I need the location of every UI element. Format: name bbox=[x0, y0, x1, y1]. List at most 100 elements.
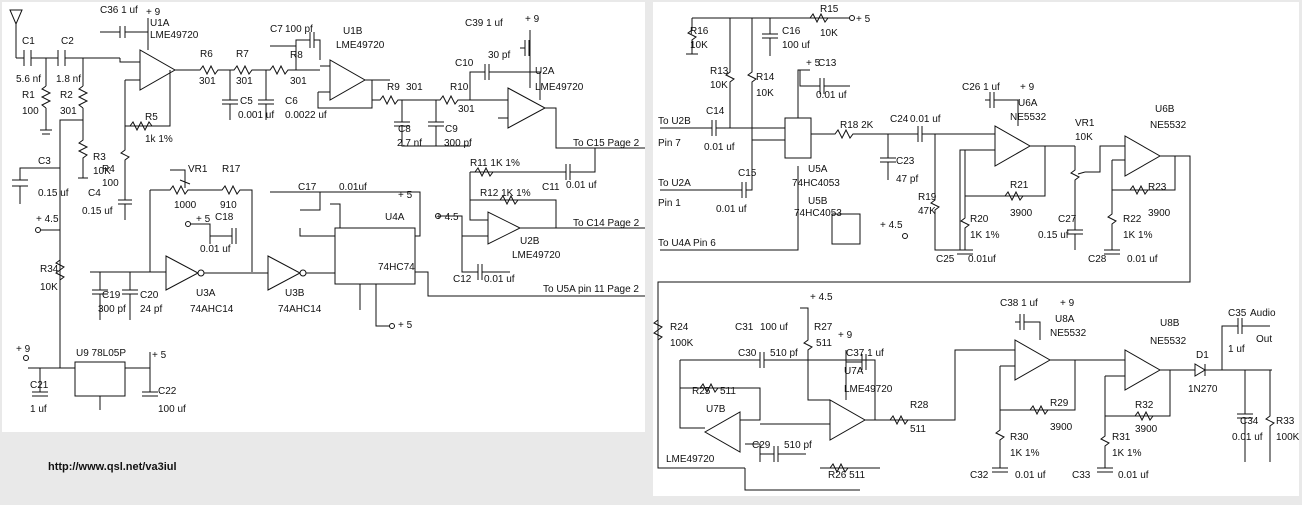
page-2-wiring bbox=[653, 12, 1275, 491]
label-c20: C20 bbox=[140, 290, 159, 301]
label-c12: C12 bbox=[453, 274, 472, 285]
label-c3: C3 bbox=[38, 156, 51, 167]
label-vr1bv: 10K bbox=[1075, 132, 1093, 143]
label-r15: R15 bbox=[820, 4, 839, 15]
label-u6a: U6A bbox=[1018, 98, 1038, 109]
label-toc14: To C14 Page 2 bbox=[573, 218, 640, 229]
label-plus9c: + 9 bbox=[16, 344, 31, 355]
label-tou2a: To U2A bbox=[658, 178, 691, 189]
label-c18v: 0.01 uf bbox=[200, 244, 231, 255]
label-c7v: 100 pf bbox=[285, 24, 313, 35]
label-lme4: LME49720 bbox=[512, 250, 561, 261]
label-r11: R11 1K 1% bbox=[470, 158, 520, 169]
label-c22v: 100 uf bbox=[158, 404, 186, 415]
label-c8: C8 bbox=[398, 124, 411, 135]
label-r34v: 10K bbox=[40, 282, 58, 293]
label-r5v: 1k 1% bbox=[145, 134, 173, 145]
label-r8v: 301 bbox=[290, 76, 307, 87]
label-c2v: 1.8 nf bbox=[56, 74, 81, 85]
label-c20v: 24 pf bbox=[140, 304, 162, 315]
label-r29v: 3900 bbox=[1050, 422, 1073, 433]
label-u8a: U8A bbox=[1055, 314, 1075, 325]
label-r17: R17 bbox=[222, 164, 241, 175]
label-c31v: 100 uf bbox=[760, 322, 788, 333]
label-c9: C9 bbox=[445, 124, 458, 135]
label-r16: R16 bbox=[690, 26, 709, 37]
label-r33v: 100K bbox=[1276, 432, 1300, 443]
label-r4v: 100 bbox=[102, 178, 119, 189]
label-r2: R2 bbox=[60, 90, 73, 101]
label-c5: C5 bbox=[240, 96, 253, 107]
label-r7: R7 bbox=[236, 49, 249, 60]
label-c7: C7 bbox=[270, 24, 283, 35]
label-u6b: U6B bbox=[1155, 104, 1175, 115]
label-c13v: 0.01 uf bbox=[816, 90, 847, 101]
label-r30: R30 bbox=[1010, 432, 1029, 443]
label-pin7: Pin 7 bbox=[658, 138, 681, 149]
label-c27: C27 bbox=[1058, 214, 1077, 225]
label-r6: R6 bbox=[200, 49, 213, 60]
label-lme5: LME49720 bbox=[844, 384, 893, 395]
label-c15v: 0.01 uf bbox=[716, 204, 747, 215]
label-r2v: 301 bbox=[60, 106, 77, 117]
label-r28v: 511 bbox=[910, 424, 926, 435]
label-pin1: Pin 1 bbox=[658, 198, 681, 209]
label-out: Out bbox=[1256, 334, 1272, 345]
label-r28: R28 bbox=[910, 400, 929, 411]
label-r20: R20 bbox=[970, 214, 989, 225]
label-ne1: NE5532 bbox=[1010, 112, 1047, 123]
label-plus9b: + 9 bbox=[525, 14, 540, 25]
label-vr1: VR1 bbox=[188, 164, 208, 175]
label-c1: C1 bbox=[22, 36, 35, 47]
label-c32v: 0.01 uf bbox=[1015, 470, 1046, 481]
label-plus45d: + 4.5 bbox=[810, 292, 833, 303]
label-c28v: 0.01 uf bbox=[1127, 254, 1158, 265]
label-vr1b: VR1 bbox=[1075, 118, 1095, 129]
label-audio: Audio bbox=[1250, 308, 1276, 319]
label-lme6: LME49720 bbox=[666, 454, 715, 465]
label-c35v: 1 uf bbox=[1228, 344, 1245, 355]
label-ahc2: 74AHC14 bbox=[278, 304, 322, 315]
label-lme2: LME49720 bbox=[336, 40, 385, 51]
label-c34: C34 bbox=[1240, 416, 1259, 427]
label-vr1v: 1000 bbox=[174, 200, 197, 211]
label-c22: C22 bbox=[158, 386, 177, 397]
label-c35: C35 bbox=[1228, 308, 1247, 319]
label-r19: R19 bbox=[918, 192, 937, 203]
label-c34v: 0.01 uf bbox=[1232, 432, 1263, 443]
label-c21v: 1 uf bbox=[30, 404, 47, 415]
label-plus9f: + 9 bbox=[1060, 298, 1075, 309]
label-r13v: 10K bbox=[710, 80, 728, 91]
label-hc74: 74HC74 bbox=[378, 262, 415, 273]
label-r32: R32 bbox=[1135, 400, 1154, 411]
label-plus9d: + 9 bbox=[1020, 82, 1035, 93]
label-lme1: LME49720 bbox=[150, 30, 199, 41]
label-lme3: LME49720 bbox=[535, 82, 584, 93]
label-r4: R4 bbox=[102, 164, 115, 175]
label-r3: R3 bbox=[93, 152, 106, 163]
label-r24: R24 bbox=[670, 322, 689, 333]
label-c12v: 0.01 uf bbox=[484, 274, 515, 285]
label-plus45a: + 4.5 bbox=[36, 214, 59, 225]
label-plus5a: + 5 bbox=[196, 214, 211, 225]
label-c6: C6 bbox=[285, 96, 298, 107]
label-r12: R12 1K 1% bbox=[480, 188, 531, 199]
label-c6v: 0.0022 uf bbox=[285, 110, 327, 121]
label-c3v: 0.15 uf bbox=[38, 188, 69, 199]
label-c4v: 0.15 uf bbox=[82, 206, 113, 217]
label-r5: R5 bbox=[145, 112, 158, 123]
label-toc15: To C15 Page 2 bbox=[573, 138, 640, 149]
label-ne2: NE5532 bbox=[1150, 120, 1187, 131]
label-u5b: U5B bbox=[808, 196, 828, 207]
label-r7v: 301 bbox=[236, 76, 253, 87]
label-plus5d: + 5 bbox=[152, 350, 167, 361]
label-r1: R1 bbox=[22, 90, 35, 101]
page-1-wiring bbox=[9, 9, 645, 410]
label-r1v: 100 bbox=[22, 106, 39, 117]
label-c8v: 2.7 nf bbox=[397, 138, 422, 149]
label-c10v: 30 pf bbox=[488, 50, 510, 61]
label-r14: R14 bbox=[756, 72, 775, 83]
label-r17v: 910 bbox=[220, 200, 237, 211]
label-tou2b: To U2B bbox=[658, 116, 691, 127]
